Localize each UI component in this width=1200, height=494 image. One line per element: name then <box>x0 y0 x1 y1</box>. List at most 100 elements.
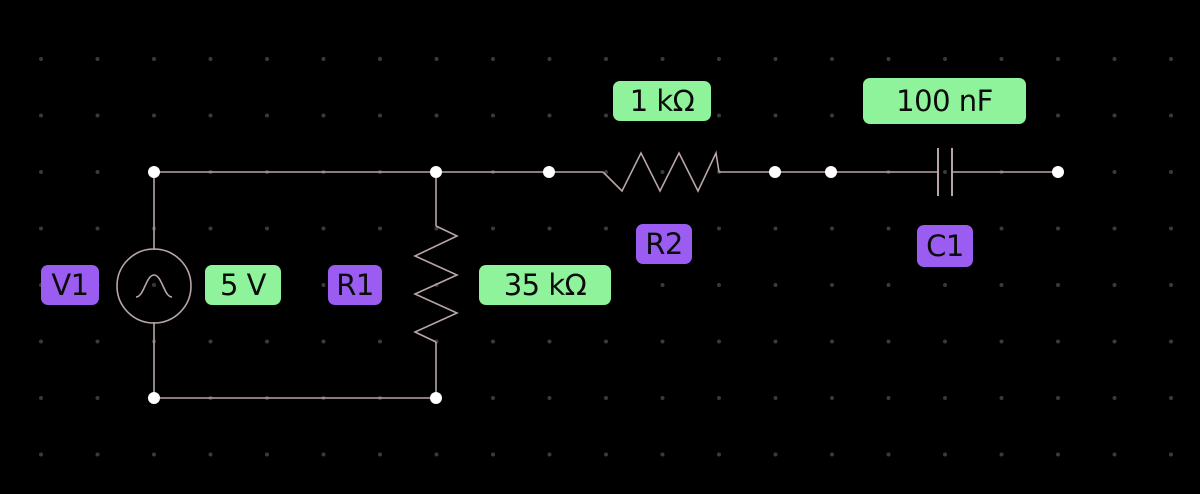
grid-dot <box>1169 226 1173 231</box>
grid-dot <box>39 113 43 118</box>
grid-dot <box>660 452 665 457</box>
grid-dot <box>830 226 834 231</box>
grid-dot <box>208 339 213 344</box>
r2-symbol[interactable] <box>602 150 720 193</box>
v1-value-badge[interactable]: 5 V <box>205 265 281 305</box>
node-bottom-r1 <box>430 392 442 404</box>
grid-dot <box>1169 396 1173 400</box>
grid-dot <box>717 339 721 344</box>
grid-dot <box>660 57 665 61</box>
grid-dot <box>943 339 947 344</box>
grid-dot <box>491 452 495 457</box>
node-top-left <box>148 166 160 178</box>
grid-dot <box>491 57 495 61</box>
grid-dot <box>660 170 665 174</box>
grid-dot <box>1112 396 1117 400</box>
grid-dot <box>604 396 608 400</box>
grid-dot <box>773 113 778 118</box>
grid-dot <box>886 57 891 61</box>
grid-dot <box>886 452 891 457</box>
grid-dot <box>547 339 552 344</box>
grid-dot <box>1112 452 1117 457</box>
grid-dot <box>717 57 721 61</box>
grid-dot <box>1112 57 1117 61</box>
grid-dot <box>265 113 269 118</box>
node-r2-right <box>769 166 781 178</box>
grid-dot <box>265 226 269 231</box>
v1-symbol[interactable] <box>116 248 192 324</box>
grid-dot <box>208 113 213 118</box>
grid-dot <box>604 113 608 118</box>
grid-dot <box>943 452 947 457</box>
grid-dot <box>604 57 608 61</box>
grid-dot <box>1056 57 1060 61</box>
grid-dot <box>265 57 269 61</box>
grid-dot <box>999 452 1004 457</box>
grid-dot <box>886 283 891 287</box>
wires <box>153 171 1058 399</box>
grid-dot <box>1169 452 1173 457</box>
v1-designator-badge[interactable]: V1 <box>41 265 99 305</box>
grid-dot <box>943 170 947 174</box>
grid-dot <box>1056 283 1060 287</box>
grid-dot <box>39 226 43 231</box>
grid-dot <box>999 226 1004 231</box>
grid-dot <box>1056 396 1060 400</box>
grid-dot <box>378 339 382 344</box>
grid-dot <box>547 113 552 118</box>
grid-dot <box>265 452 269 457</box>
grid-dot <box>886 339 891 344</box>
grid-dot <box>208 452 213 457</box>
grid-dot <box>830 283 834 287</box>
grid-dot <box>830 57 834 61</box>
grid-dot <box>434 452 439 457</box>
grid-dot <box>547 452 552 457</box>
grid-dot <box>999 339 1004 344</box>
grid-dot <box>491 113 495 118</box>
grid-dot <box>321 283 326 287</box>
grid-dot <box>943 283 947 287</box>
grid-dot <box>830 113 834 118</box>
grid-dot <box>660 396 665 400</box>
grid-dot <box>321 113 326 118</box>
grid-dot <box>1112 226 1117 231</box>
grid-dot <box>999 396 1004 400</box>
node-c1-left <box>825 166 837 178</box>
r1-symbol[interactable] <box>413 225 459 343</box>
grid-dot <box>1056 226 1060 231</box>
r2-designator-badge[interactable]: R2 <box>636 224 692 264</box>
grid-dot <box>265 339 269 344</box>
grid-dot <box>1056 113 1060 118</box>
grid-dot <box>434 57 439 61</box>
grid-dot <box>1056 452 1060 457</box>
grid-dot <box>604 339 608 344</box>
grid-dot <box>378 452 382 457</box>
grid-dot <box>1169 57 1173 61</box>
grid-dot <box>773 57 778 61</box>
grid-dot <box>1112 339 1117 344</box>
r1-designator-badge[interactable]: R1 <box>328 265 382 305</box>
nodes[interactable] <box>148 166 1064 404</box>
grid-dot <box>39 396 43 400</box>
grid-dot <box>547 57 552 61</box>
sine-icon <box>135 274 173 298</box>
grid-dot <box>491 339 495 344</box>
grid-dot <box>434 113 439 118</box>
grid-dot <box>39 339 43 344</box>
c1-value-badge[interactable]: 100 nF <box>863 78 1026 124</box>
c1-designator-badge[interactable]: C1 <box>917 225 973 267</box>
grid-dot <box>39 170 43 174</box>
grid-dot <box>773 452 778 457</box>
grid-dot <box>999 283 1004 287</box>
grid-dot <box>95 113 100 118</box>
grid-dot <box>773 226 778 231</box>
r1-value-badge[interactable]: 35 kΩ <box>479 265 611 305</box>
c1-symbol[interactable] <box>937 148 953 196</box>
grid-dot <box>660 283 665 287</box>
node-c1-right <box>1052 166 1064 178</box>
grid-dot <box>321 226 326 231</box>
grid-dot <box>886 396 891 400</box>
r2-value-badge[interactable]: 1 kΩ <box>613 81 711 121</box>
